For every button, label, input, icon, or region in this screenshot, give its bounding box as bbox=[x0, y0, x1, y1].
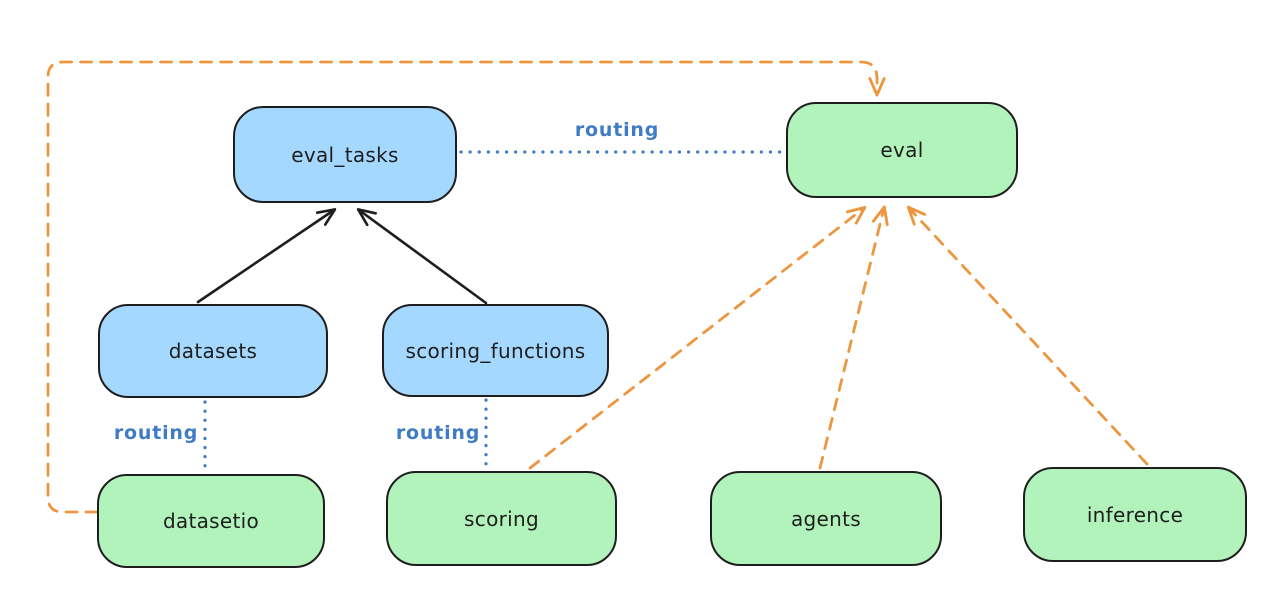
node-datasets: datasets bbox=[98, 304, 328, 398]
routing-label-eval_tasks-eval: routing bbox=[574, 119, 660, 141]
node-eval_tasks: eval_tasks bbox=[233, 106, 457, 203]
edge-datasetio-to-eval bbox=[46, 60, 886, 514]
node-inference: inference bbox=[1023, 467, 1247, 562]
node-agents: agents bbox=[710, 471, 942, 566]
node-eval_tasks-label: eval_tasks bbox=[291, 142, 399, 167]
node-scoring: scoring bbox=[386, 471, 617, 566]
node-eval: eval bbox=[786, 102, 1018, 198]
node-eval-label: eval bbox=[880, 138, 924, 162]
node-scoring_functions: scoring_functions bbox=[382, 304, 609, 397]
node-datasets-label: datasets bbox=[168, 339, 258, 363]
node-datasetio-label: datasetio bbox=[162, 509, 260, 533]
edge-inference-to-eval bbox=[906, 205, 1149, 466]
edge-scoring_functions-to-eval_tasks bbox=[356, 208, 488, 305]
node-agents-label: agents bbox=[791, 506, 861, 531]
edge-agents-to-eval bbox=[818, 205, 889, 470]
routing-label-datasets-datasetio: routing bbox=[113, 422, 199, 444]
node-datasetio: datasetio bbox=[97, 474, 325, 568]
edge-datasets-to-eval_tasks bbox=[196, 208, 337, 304]
node-scoring_functions-label: scoring_functions bbox=[405, 338, 586, 363]
node-scoring-label: scoring bbox=[464, 506, 539, 531]
routing-label-scoring_functions-scoring: routing bbox=[395, 422, 481, 444]
node-inference-label: inference bbox=[1086, 502, 1184, 527]
